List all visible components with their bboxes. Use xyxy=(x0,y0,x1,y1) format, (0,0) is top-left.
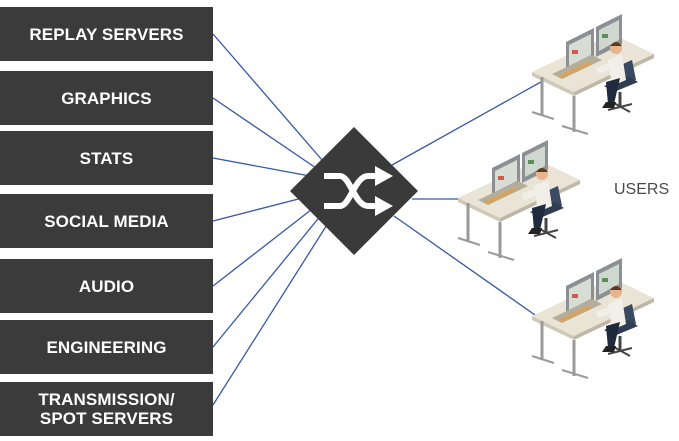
source-label-line-2: SPOT SERVERS xyxy=(39,409,174,428)
wire-transmission xyxy=(212,219,331,406)
source-label-line-1: TRANSMISSION/ xyxy=(38,390,175,409)
switch-node xyxy=(290,127,418,255)
wire-social xyxy=(212,195,311,222)
source-label: SOCIAL MEDIA xyxy=(44,211,169,231)
source-label: REPLAY SERVERS xyxy=(29,24,184,44)
source-social-media: SOCIAL MEDIA xyxy=(0,194,213,248)
source-transmission-spot-servers: TRANSMISSION/ SPOT SERVERS xyxy=(0,382,213,436)
wire-user-3 xyxy=(393,215,546,323)
wire-graphics xyxy=(212,97,317,169)
wire-audio xyxy=(212,205,317,287)
wire-replay xyxy=(212,33,323,161)
source-label: ENGINEERING xyxy=(46,337,167,357)
source-replay-servers: REPLAY SERVERS xyxy=(0,7,213,61)
source-stats: STATS xyxy=(0,131,213,185)
users-label: USERS xyxy=(614,181,670,198)
source-label: GRAPHICS xyxy=(61,88,152,108)
source-label: STATS xyxy=(79,148,134,168)
wire-stats xyxy=(212,157,311,177)
operator-workstation-icon xyxy=(530,256,656,380)
source-graphics: GRAPHICS xyxy=(0,71,213,125)
operator-workstation-icon xyxy=(456,138,582,262)
source-engineering: ENGINEERING xyxy=(0,320,213,374)
source-audio: AUDIO xyxy=(0,259,213,313)
source-label: AUDIO xyxy=(78,276,135,296)
wire-engineering xyxy=(212,213,323,348)
wire-user-1 xyxy=(391,77,549,166)
operator-workstation-icon xyxy=(530,12,656,136)
crossover-arrows-icon xyxy=(324,173,378,209)
